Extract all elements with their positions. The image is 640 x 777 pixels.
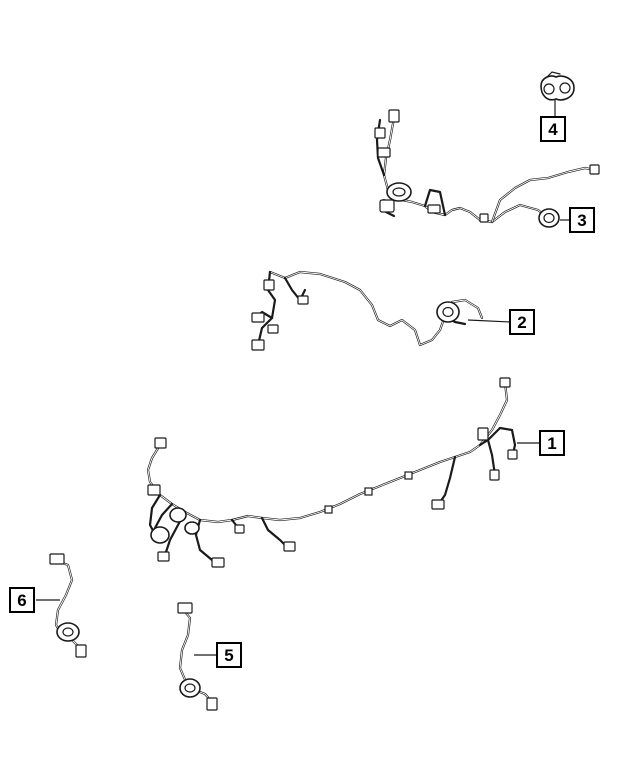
- callout-3: 3: [569, 207, 595, 233]
- callout-label-4: 4: [548, 120, 558, 139]
- part-4-grommet: [540, 71, 575, 101]
- callout-5: 5: [216, 642, 242, 668]
- leader-line-2: [467, 319, 511, 323]
- part-2-harness: [251, 270, 484, 351]
- callout-label-3: 3: [577, 211, 586, 230]
- part-6-harness: [49, 553, 87, 658]
- callout-1: 1: [539, 430, 565, 456]
- callout-label-2: 2: [517, 313, 526, 332]
- part-3-harness: [374, 109, 600, 228]
- callout-label-5: 5: [224, 646, 233, 665]
- callout-label-1: 1: [547, 434, 556, 453]
- part-5-harness: [177, 602, 218, 711]
- part-1-harness: [146, 377, 518, 568]
- callout-2: 2: [509, 309, 535, 335]
- callout-label-6: 6: [17, 591, 26, 610]
- callout-4: 4: [540, 116, 566, 142]
- callout-6: 6: [9, 587, 35, 613]
